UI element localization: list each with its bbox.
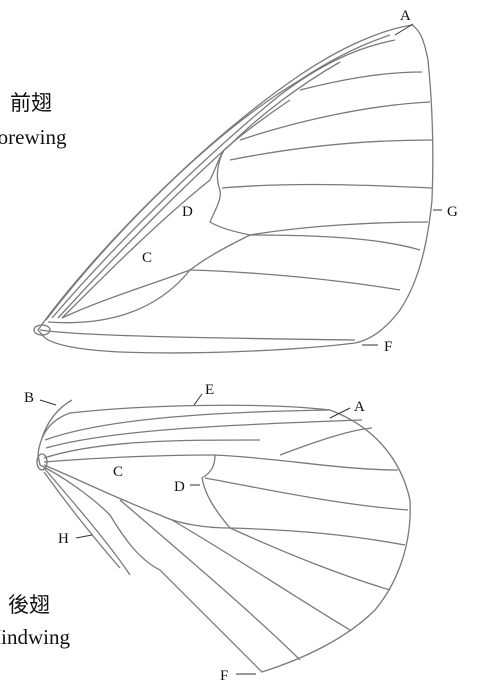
hindwing-marker-c: C	[113, 464, 123, 480]
forewing: A G F D C 前翅 Forewing	[0, 8, 458, 355]
forewing-marker-d: D	[182, 204, 193, 220]
hindwing-marker-a: A	[354, 399, 365, 415]
forewing-label-en: Forewing	[0, 125, 67, 149]
hindwing-outline	[38, 405, 410, 672]
forewing-label-zh: 前翅	[10, 91, 52, 115]
hindwing-marker-b: B	[24, 390, 34, 406]
hindwing-leader-e	[194, 394, 202, 405]
forewing-marker-g: G	[447, 204, 458, 220]
forewing-marker-a: A	[400, 8, 411, 24]
hindwing-label-en: Hindwing	[0, 625, 71, 649]
hindwing-marker-e: E	[205, 382, 214, 398]
hindwing-marker-h: H	[58, 531, 69, 547]
hindwing-marker-d: D	[174, 479, 185, 495]
hindwing: B E A C D H F 後翅 Hindwing	[0, 382, 410, 684]
forewing-marker-c: C	[142, 250, 152, 266]
hindwing-marker-f: F	[220, 668, 228, 684]
hindwing-leader-b	[40, 400, 56, 405]
forewing-marker-f: F	[384, 339, 392, 355]
hindwing-label-zh: 後翅	[8, 593, 50, 617]
hindwing-leader-h	[76, 535, 92, 538]
